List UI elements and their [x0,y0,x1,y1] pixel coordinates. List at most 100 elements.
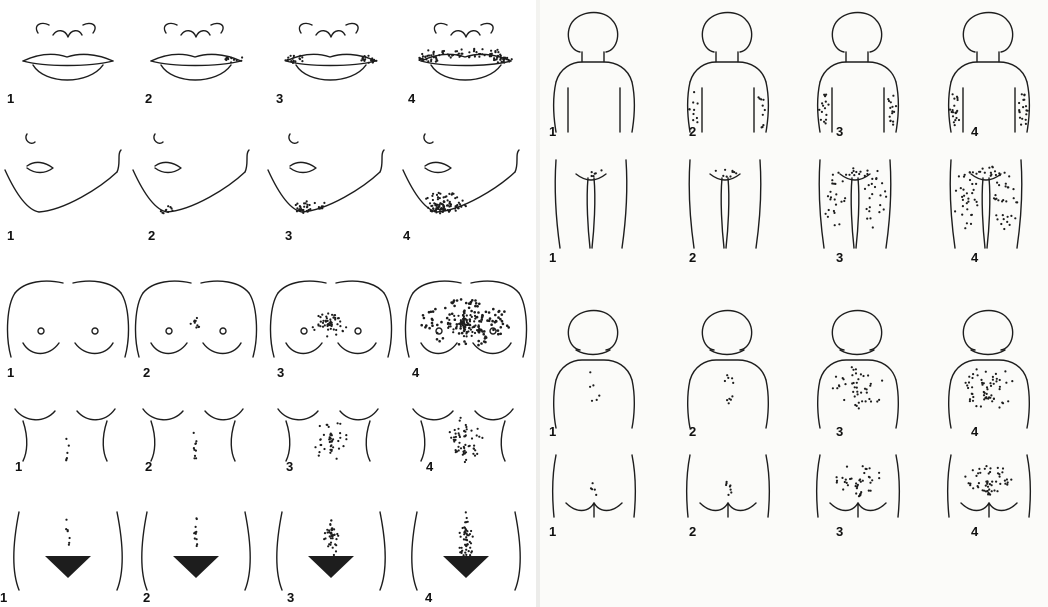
torso-outline [568,88,620,132]
stage-number: 3 [286,460,293,473]
stage-number: 4 [971,425,978,438]
pubic-hair-triangle [45,556,91,578]
stage-number: 2 [145,92,152,105]
pubic-hair-triangle [308,556,354,578]
stage-number: 2 [143,591,150,604]
chin-stage-3 [268,132,394,224]
head-back-outline [568,311,617,351]
chest-stage-2 [133,265,259,360]
jawline-outline [268,170,380,212]
crotch-outline [576,174,606,180]
hair-stipple [855,482,863,497]
nose-outline [299,23,358,33]
lip-parting-line [151,61,241,66]
pubic-hair-triangle [443,556,489,578]
breast-outline [151,343,241,354]
hip-outline [142,512,251,590]
thigh-drawing [941,160,1048,250]
stage-number: 3 [285,229,292,242]
hair-stipple [832,366,883,409]
nose-outline [164,23,223,33]
upper-back-drawing [810,308,936,428]
upper-back-stage-2 [680,308,806,428]
shoulder-outline [820,62,896,82]
hair-stipple [724,374,735,404]
hair-stipple [983,371,995,403]
lower-abdomen-stage-4 [403,512,529,590]
nose-outline [36,23,95,33]
upper-abdomen-stage-3 [268,403,394,465]
hair-stipple [589,371,600,402]
upper-abdomen-drawing [268,403,394,465]
stage-number: 3 [276,92,283,105]
hair-stipple [65,519,71,546]
nostrils-outline [451,31,480,37]
nostrils-outline [181,31,210,37]
lower-lip-line [161,65,231,80]
shoulder-outline [556,360,632,380]
shoulder-outline [951,62,1027,82]
stage-number: 4 [971,525,978,538]
upper-arm-stage-3 [810,10,936,130]
nipple-right [220,328,226,334]
hair-stipple [845,167,869,177]
hair-stipple [993,172,1018,231]
upper-arm-stage-2 [680,10,806,130]
hair-stipple [190,317,201,329]
upper-arm-drawing [546,10,672,130]
lower-back-stage-1 [546,455,672,525]
shoulder-outline [278,281,384,293]
thigh-stage-1 [546,160,672,250]
lower-abdomen-stage-2 [133,512,259,590]
eyebrow-outline [154,134,163,143]
upper-back-stage-4 [941,308,1048,428]
outer-leg-outline [555,160,627,248]
nipple-left [166,328,172,334]
thigh-drawing [546,160,672,250]
crotch-outline [710,174,740,180]
upper-abdomen-drawing [403,403,529,465]
stage-number: 2 [689,251,696,264]
lower-lip-line [431,65,501,80]
nose-outline [434,23,493,33]
head-outline [568,13,617,53]
upper-arm-drawing [941,10,1048,130]
hair-stipple [864,170,887,229]
hair-stipple [420,298,510,346]
thigh-stage-2 [680,160,806,250]
breast-outline [23,343,113,354]
hair-stipple [972,166,1001,177]
thigh-stage-4 [941,160,1048,250]
mouth-outline [27,162,53,172]
mouth-outline [290,162,316,172]
stage-number: 1 [549,425,556,438]
breast-lower-outline [15,409,115,420]
nipple-right [92,328,98,334]
hair-stipple [887,95,897,126]
stage-number: 2 [689,525,696,538]
upper-back-drawing [941,308,1048,428]
lower-back-stage-4 [941,455,1048,525]
torso-outline [23,421,107,461]
stage-number: 1 [7,229,14,242]
chest-stage-4 [403,265,529,360]
upper-arm-stage-4 [941,10,1048,130]
jawline-outline [5,170,117,212]
head-outline [963,13,1012,53]
hair-stipple [323,527,339,556]
head-back-outline [832,311,881,351]
stage-number: 1 [7,92,14,105]
hair-stipple [725,481,732,496]
breast-lower-outline [413,409,513,420]
breast-lower-outline [143,409,243,420]
hair-stipple [1018,93,1029,125]
mouth-outline [155,162,181,172]
breast-outline [286,343,376,354]
hair-stipple [949,93,960,126]
upper-lip-stage-2 [133,15,259,93]
upper-arm-stage-1 [546,10,672,130]
hair-stipple [964,465,1012,492]
stage-number: 1 [15,460,22,473]
upper-lip-line [23,54,113,61]
neck-outline [977,52,999,62]
